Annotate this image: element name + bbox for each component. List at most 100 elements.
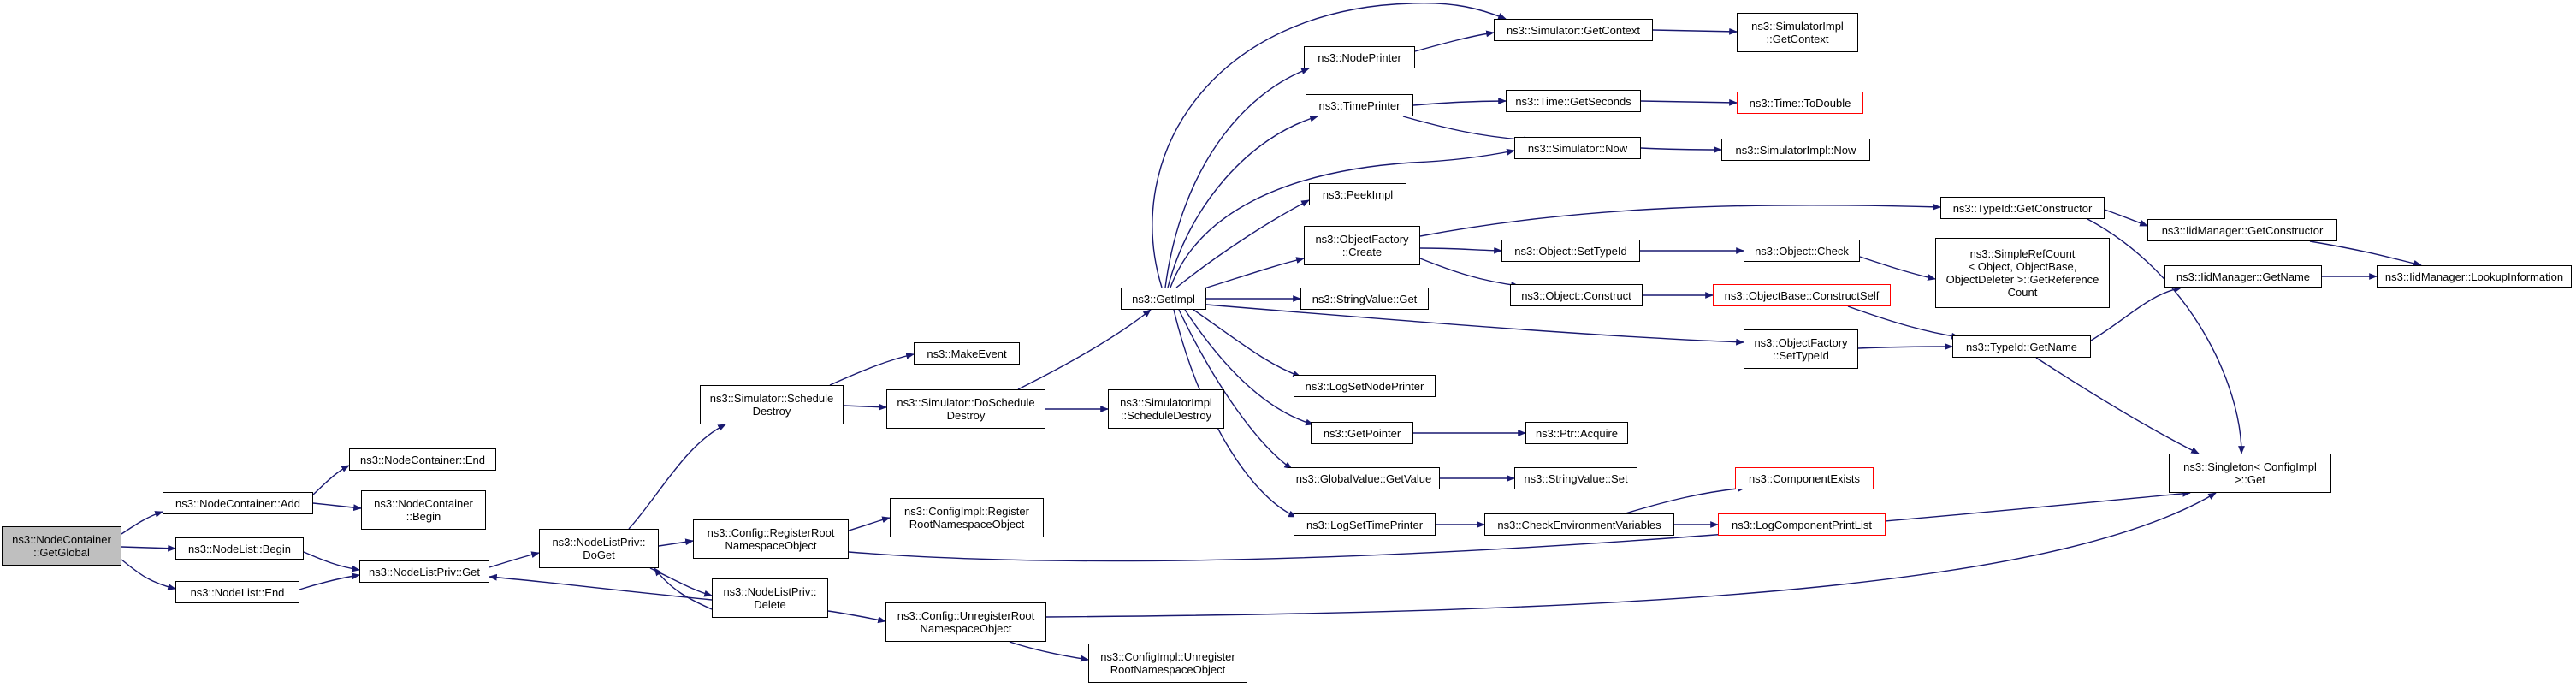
edge-simsched-makeevent <box>829 353 915 386</box>
node-object-settypeid[interactable]: ns3::Object::SetTypeId <box>1501 240 1640 262</box>
node-object-check[interactable]: ns3::Object::Check <box>1744 240 1860 262</box>
edge-objbasecs-tidgetname <box>1847 305 1960 340</box>
node-componentexists[interactable]: ns3::ComponentExists <box>1735 467 1874 489</box>
edge-tidgetctor-singleton <box>2087 218 2245 454</box>
node-objectfactory-create[interactable]: ns3::ObjectFactory ::Create <box>1304 226 1420 265</box>
node-logcomponentprintlist[interactable]: ns3::LogComponentPrintList <box>1718 513 1886 536</box>
edge-nlbegin-get <box>303 551 360 572</box>
node-configimpl-unregisterroot[interactable]: ns3::ConfigImpl::Unregister RootNamespac… <box>1088 644 1247 683</box>
edge-getimpl-peekimpl <box>1175 199 1310 288</box>
node-iidmanager-getconstructor[interactable]: ns3::IidManager::GetConstructor <box>2147 219 2337 241</box>
edge-dosched-getimpl <box>1017 309 1152 390</box>
node-timeprinter[interactable]: ns3::TimePrinter <box>1306 94 1413 116</box>
node-objectfactory-settypeid[interactable]: ns3::ObjectFactory ::SetTypeId <box>1744 329 1858 369</box>
node-simulatorimpl-scheduledestroy[interactable]: ns3::SimulatorImpl ::ScheduleDestroy <box>1108 389 1224 429</box>
node-nodecontainer-end[interactable]: ns3::NodeContainer::End <box>349 448 496 471</box>
edge-objfcreate-objconstruct <box>1419 258 1519 288</box>
edge-getimpl-objfsettid <box>1205 304 1744 346</box>
node-peekimpl[interactable]: ns3::PeekImpl <box>1309 183 1406 205</box>
edge-root-nlbegin <box>121 544 176 552</box>
node-nodelist-end[interactable]: ns3::NodeList::End <box>175 581 299 603</box>
node-nodelist-begin[interactable]: ns3::NodeList::Begin <box>175 537 304 560</box>
edge-tidgetname-singleton <box>2035 357 2200 454</box>
node-simulator-doscheduledestroy[interactable]: ns3::Simulator::DoSchedule Destroy <box>886 389 1045 429</box>
edge-cfgreg-cfgimplreg <box>848 516 891 531</box>
node-makeevent[interactable]: ns3::MakeEvent <box>914 342 1020 365</box>
edge-simsched-dosched <box>843 403 887 411</box>
node-getimpl[interactable]: ns3::GetImpl <box>1121 288 1206 310</box>
node-nodecontainer-begin[interactable]: ns3::NodeContainer ::Begin <box>361 490 486 530</box>
node-configimpl-registerroot[interactable]: ns3::ConfigImpl::Register RootNamespaceO… <box>890 498 1044 537</box>
edge-getimpl-simgetctx <box>1152 2 1507 288</box>
node-checkenvironmentvariables[interactable]: ns3::CheckEnvironmentVariables <box>1484 513 1674 536</box>
edge-get-doget <box>489 551 540 568</box>
node-time-getseconds[interactable]: ns3::Time::GetSeconds <box>1506 90 1641 112</box>
node-simulator-getcontext[interactable]: ns3::Simulator::GetContext <box>1494 19 1653 41</box>
node-stringvalue-get[interactable]: ns3::StringValue::Get <box>1300 288 1429 310</box>
edge-nodeprinter-simgetctx <box>1414 30 1495 52</box>
node-ptr-acquire[interactable]: ns3::Ptr::Acquire <box>1525 422 1628 444</box>
edge-nlend-get <box>299 572 360 590</box>
node-time-todouble[interactable]: ns3::Time::ToDouble <box>1737 92 1863 114</box>
node-iidmanager-lookupinformation[interactable]: ns3::IidManager::LookupInformation <box>2377 265 2572 288</box>
edge-doget-simsched <box>628 424 726 530</box>
node-singleton-configimpl-get[interactable]: ns3::Singleton< ConfigImpl >::Get <box>2169 454 2331 493</box>
node-simplerefcount-getreferencecount[interactable]: ns3::SimpleRefCount < Object, ObjectBase… <box>1935 238 2110 308</box>
node-getpointer[interactable]: ns3::GetPointer <box>1311 422 1413 444</box>
edge-add-ncend <box>312 465 350 495</box>
edge-objfcreate-tidgetctor <box>1419 203 1941 237</box>
edge-getimpl-simnow <box>1170 148 1515 288</box>
node-objectbase-constructself[interactable]: ns3::ObjectBase::ConstructSelf <box>1713 284 1891 306</box>
edge-objfsettid-tidgetname <box>1857 343 1953 350</box>
node-simulatorimpl-now[interactable]: ns3::SimulatorImpl::Now <box>1721 139 1870 161</box>
edge-root-add <box>121 511 163 535</box>
edge-getimpl-objfcreate <box>1195 257 1305 292</box>
node-stringvalue-set[interactable]: ns3::StringValue::Set <box>1514 467 1637 489</box>
node-simulator-scheduledestroy[interactable]: ns3::Simulator::Schedule Destroy <box>700 385 844 424</box>
node-nodelistpriv-delete[interactable]: ns3::NodeListPriv:: Delete <box>712 578 828 618</box>
node-nodelistpriv-doget[interactable]: ns3::NodeListPriv:: DoGet <box>539 529 659 568</box>
node-typeid-getconstructor[interactable]: ns3::TypeId::GetConstructor <box>1940 197 2105 219</box>
edge-tidgetname-iidgetname <box>2090 286 2182 341</box>
node-object-construct[interactable]: ns3::Object::Construct <box>1510 284 1643 306</box>
node-nodecontainer-add[interactable]: ns3::NodeContainer::Add <box>163 492 313 514</box>
edge-simgetctx-simimplgetctx <box>1652 27 1738 35</box>
node-simulator-now[interactable]: ns3::Simulator::Now <box>1514 137 1641 159</box>
node-iidmanager-getname[interactable]: ns3::IidManager::GetName <box>2164 265 2322 288</box>
node-nodeprinter[interactable]: ns3::NodePrinter <box>1304 46 1415 68</box>
edge-delete-doget <box>654 567 713 610</box>
edge-timeprinter-timegetsec <box>1412 98 1507 106</box>
node-config-registerroot[interactable]: ns3::Config::RegisterRoot NamespaceObjec… <box>693 519 849 559</box>
node-typeid-getname[interactable]: ns3::TypeId::GetName <box>1952 335 2091 358</box>
edge-cfgunreg-singleton <box>1045 492 2217 618</box>
edge-simnow-simimplnow <box>1640 146 1722 153</box>
edge-getimpl-nodeprinter <box>1164 68 1310 288</box>
edge-cfgreg-singleton <box>848 489 2191 562</box>
edge-getimpl-timeprinter <box>1167 115 1318 288</box>
node-simulatorimpl-getcontext[interactable]: ns3::SimulatorImpl ::GetContext <box>1737 13 1858 52</box>
edge-doget-cfgreg <box>658 538 694 547</box>
edge-getimpl-logsettime <box>1173 309 1297 518</box>
edge-timeprinter-simnow <box>1402 116 1532 144</box>
node-logsetnodeprinter[interactable]: ns3::LogSetNodePrinter <box>1294 375 1436 397</box>
node-nodecontainer-getglobal[interactable]: ns3::NodeContainer ::GetGlobal <box>2 526 121 566</box>
edge-cfgunreg-cfgimplunreg <box>1009 641 1089 662</box>
edge-objcheck-simplerefcount <box>1859 256 1936 281</box>
edge-delete-get <box>489 573 713 601</box>
edge-objfcreate-objsettid <box>1419 246 1502 254</box>
edge-iidgetctor-iidlookup <box>2309 240 2422 267</box>
edge-getimpl-logsetnode <box>1193 309 1301 377</box>
node-nodelistpriv-get[interactable]: ns3::NodeListPriv::Get <box>359 560 489 583</box>
edge-delete-cfgunreg <box>827 610 886 624</box>
edge-timegetsec-todouble <box>1640 98 1738 106</box>
node-logsettimeprinter[interactable]: ns3::LogSetTimePrinter <box>1294 513 1436 536</box>
node-globalvalue-getvalue[interactable]: ns3::GlobalValue::GetValue <box>1288 467 1440 489</box>
node-config-unregisterroot[interactable]: ns3::Config::UnregisterRoot NamespaceObj… <box>885 602 1046 642</box>
edge-add-ncbegin <box>312 502 362 512</box>
edge-checkenv-compexists <box>1625 484 1746 514</box>
edge-getimpl-gvgetvalue <box>1178 309 1293 470</box>
edge-getimpl-getpointer <box>1184 309 1314 426</box>
edge-root-nlend <box>121 559 176 590</box>
edge-doget-delete <box>649 567 713 597</box>
